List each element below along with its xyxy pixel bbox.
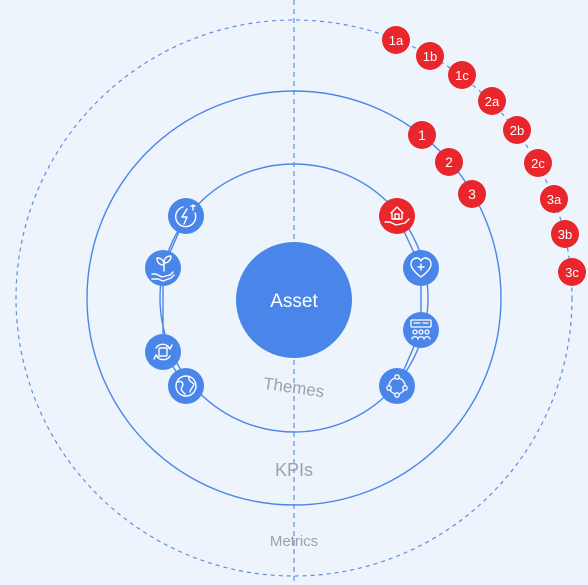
metric-badge-label: 2c [531, 156, 545, 171]
kpi-badge-3[interactable]: 3 [458, 180, 486, 208]
metric-badge-3b[interactable]: 3b [551, 220, 579, 248]
theme-icon-heart-plus[interactable] [403, 250, 439, 286]
kpis-label: KPIs [275, 460, 313, 480]
metric-badge-label: 2a [485, 94, 500, 109]
asset-node[interactable]: Asset [236, 242, 352, 358]
theme-icon-energy[interactable] [168, 198, 204, 234]
metric-badge-label: 3a [547, 192, 562, 207]
community-network-icon [386, 374, 408, 398]
classroom-people-icon [410, 319, 432, 340]
metric-badge-label: 1b [423, 49, 437, 64]
heart-plus-icon [410, 257, 432, 278]
kpi-badge-label: 3 [468, 186, 476, 202]
metrics-ring [15, 19, 573, 577]
metric-badge-2b[interactable]: 2b [503, 116, 531, 144]
metric-badge-1c[interactable]: 1c [448, 61, 476, 89]
themes-ring [159, 163, 429, 433]
metric-badge-label: 1a [389, 33, 404, 48]
theme-icon-community[interactable] [379, 368, 415, 404]
recycle-icon [153, 343, 173, 361]
metric-badge-label: 3c [565, 265, 579, 280]
metric-badge-1a[interactable]: 1a [382, 26, 410, 54]
metric-badge-label: 1c [455, 68, 469, 83]
metric-badge-3c[interactable]: 3c [558, 258, 586, 286]
metric-badge-label: 3b [558, 227, 572, 242]
metric-badge-2c[interactable]: 2c [524, 149, 552, 177]
themes-label: Themes [262, 374, 325, 401]
theme-icon-house-in-hand[interactable] [379, 198, 415, 234]
asset-label: Asset [270, 291, 318, 312]
metric-badge-3a[interactable]: 3a [540, 185, 568, 213]
kpi-badge-label: 1 [418, 127, 426, 143]
theme-icon-globe[interactable] [168, 368, 204, 404]
house-in-hand-icon [384, 206, 410, 226]
metric-badge-label: 2b [510, 123, 524, 138]
metric-badge-2a[interactable]: 2a [478, 87, 506, 115]
energy-lightning-icon [174, 204, 197, 228]
hand-plant-icon [151, 255, 175, 282]
globe-icon [175, 375, 197, 397]
metric-badge-1b[interactable]: 1b [416, 42, 444, 70]
kpi-badge-1[interactable]: 1 [408, 121, 436, 149]
kpi-badge-2[interactable]: 2 [435, 148, 463, 176]
kpi-badge-label: 2 [445, 154, 453, 170]
metrics-label: Metrics [270, 533, 318, 550]
theme-icon-hand-plant[interactable] [145, 250, 181, 286]
kpis-ring [86, 90, 502, 506]
theme-icon-classroom[interactable] [403, 312, 439, 348]
theme-icon-recycle[interactable] [145, 334, 181, 370]
